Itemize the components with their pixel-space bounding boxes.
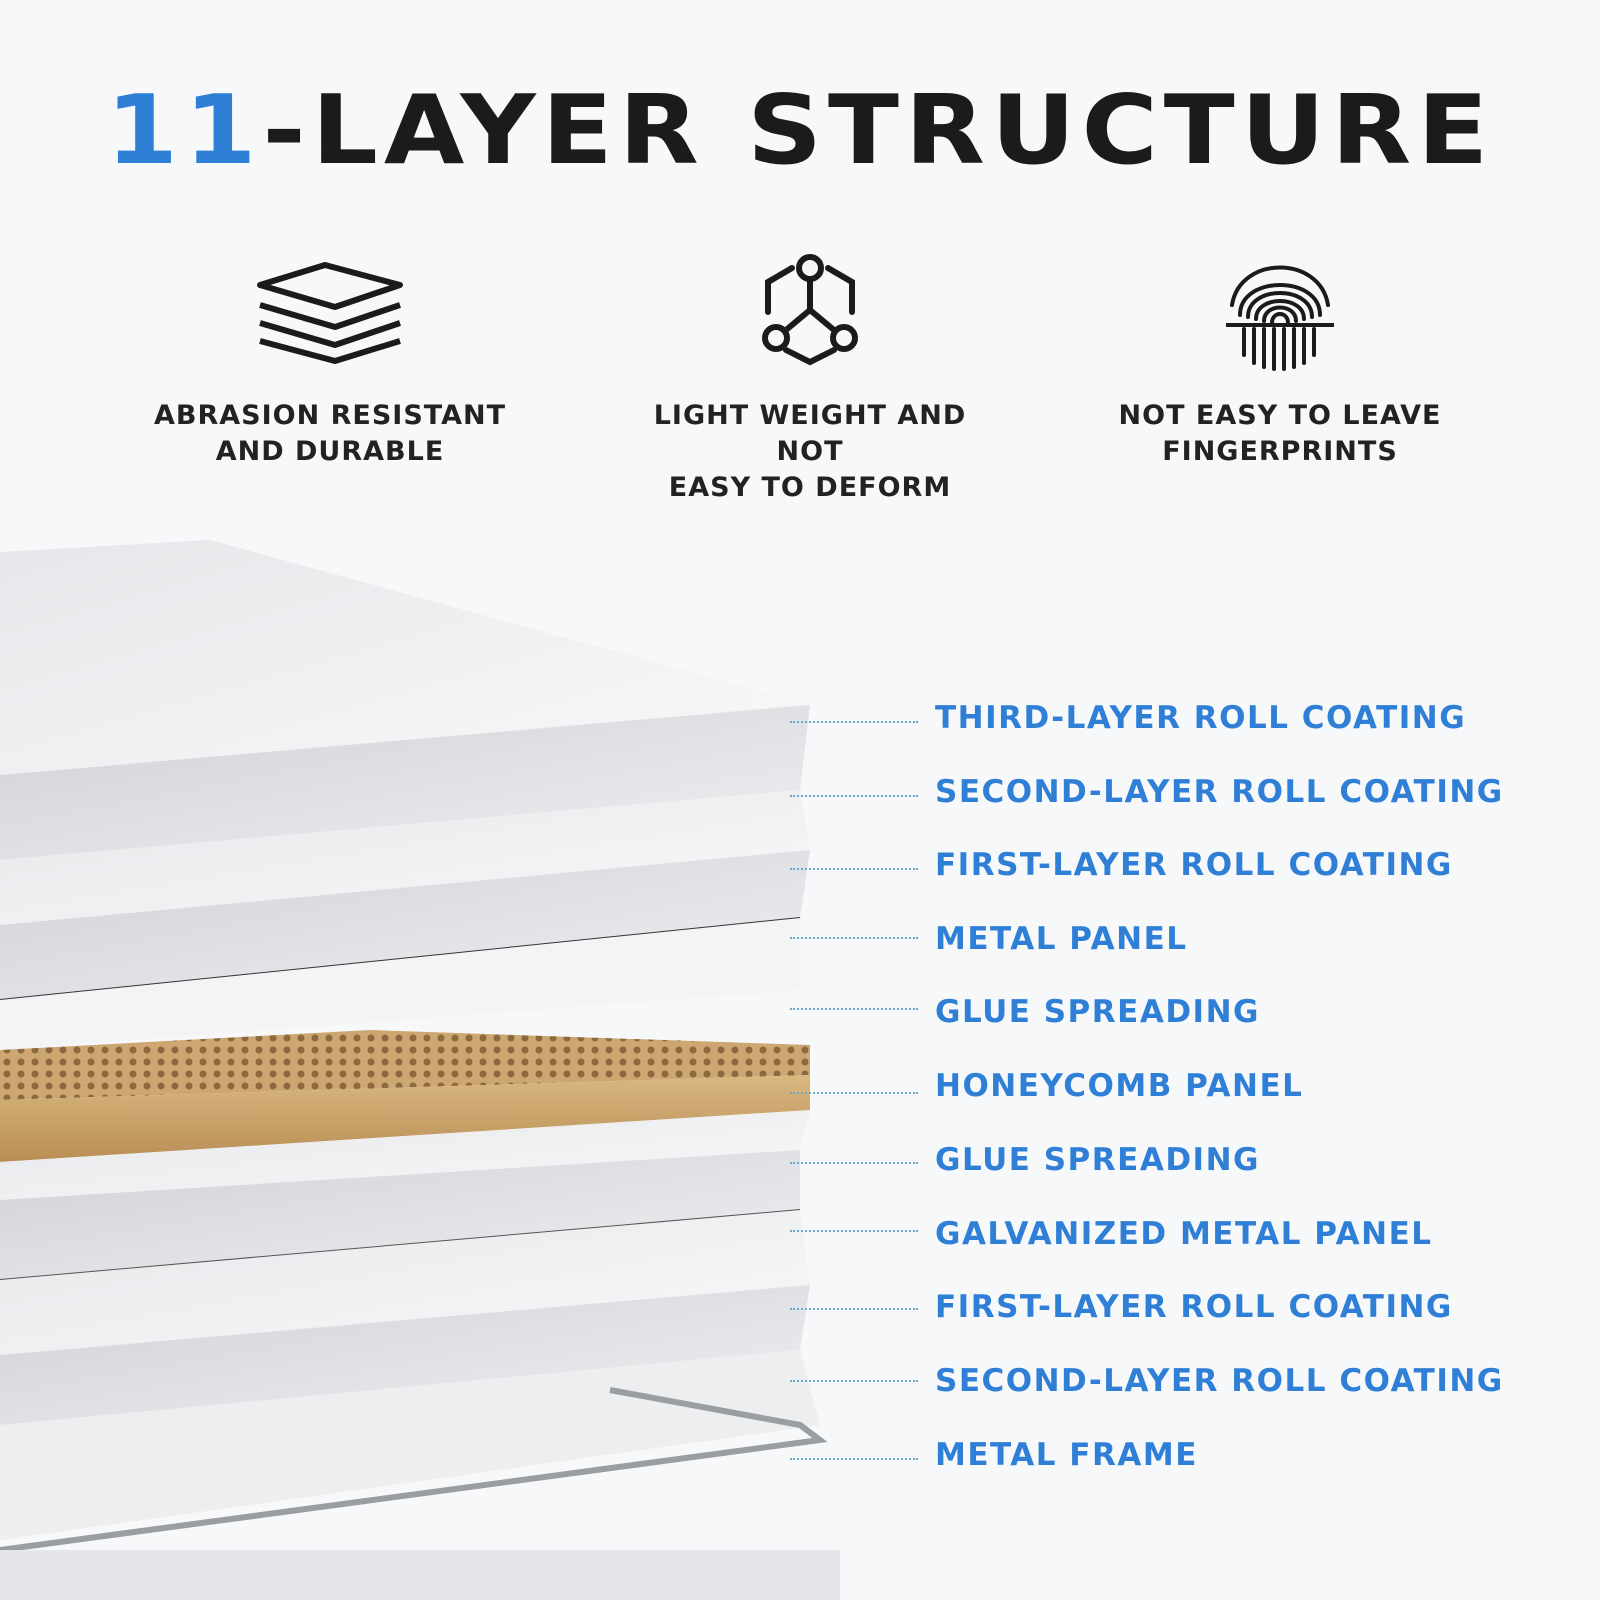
sheet-second-coating <box>0 705 810 860</box>
sheet-galvanized <box>0 1150 800 1280</box>
fingerprint-icon <box>1090 250 1470 371</box>
layer-label-5: GLUE SPREADING <box>935 994 1260 1030</box>
feature-label: NOT EASY TO LEAVE FINGERPRINTS <box>1118 400 1442 467</box>
metal-frame-edge <box>0 1387 828 1553</box>
feature-light-weight: LIGHT WEIGHT AND NOT EASY TO DEFORM <box>620 250 1000 506</box>
layer-label-2: SECOND-LAYER ROLL COATING <box>935 774 1504 810</box>
sheet-first-coating <box>0 790 810 925</box>
leader-line <box>790 937 918 939</box>
sheet-glue-bottom <box>0 1110 810 1200</box>
layer-label-8: GALVANIZED METAL PANEL <box>935 1216 1433 1252</box>
layer-stack-illustration <box>0 540 840 1600</box>
leader-line <box>790 1380 918 1382</box>
sheet-third-coating <box>0 540 810 775</box>
sheet-honeycomb-edge <box>0 1075 810 1162</box>
layer-label-7: GLUE SPREADING <box>935 1142 1260 1178</box>
title-number: 11 <box>105 73 263 187</box>
leader-line <box>790 1092 918 1094</box>
feature-fingerprints: NOT EASY TO LEAVE FINGERPRINTS <box>1090 250 1470 470</box>
page-title: 11-LAYER STRUCTURE <box>0 82 1600 178</box>
feature-label: ABRASION RESISTANT AND DURABLE <box>153 400 506 467</box>
layer-label-6: HONEYCOMB PANEL <box>935 1068 1304 1104</box>
leader-line <box>790 721 918 723</box>
stacked-layers-icon <box>140 250 520 370</box>
layer-label-1: THIRD-LAYER ROLL COATING <box>935 700 1467 736</box>
sheet-first-coating-bottom <box>0 1210 810 1355</box>
feature-abrasion: ABRASION RESISTANT AND DURABLE <box>140 250 520 470</box>
leader-line <box>790 795 918 797</box>
sheet-metal-panel <box>0 850 810 1000</box>
leader-line <box>790 1162 918 1164</box>
leader-line <box>790 1008 918 1010</box>
leader-line <box>790 1308 918 1310</box>
layer-label-9: FIRST-LAYER ROLL COATING <box>935 1289 1453 1325</box>
layer-label-10: SECOND-LAYER ROLL COATING <box>935 1363 1504 1399</box>
title-text: -LAYER STRUCTURE <box>262 73 1495 187</box>
leader-line <box>790 868 918 870</box>
molecule-hexagon-icon <box>620 250 1000 370</box>
sheet-second-coating-bottom <box>0 1285 810 1425</box>
layer-label-4: METAL PANEL <box>935 921 1188 957</box>
sheet-honeycomb-top <box>0 1030 810 1100</box>
leader-line <box>790 1230 918 1232</box>
leader-line <box>790 1458 918 1460</box>
sheet-glue-top <box>0 918 800 1050</box>
feature-label: LIGHT WEIGHT AND NOT EASY TO DEFORM <box>653 400 967 503</box>
sheet-metal-frame <box>0 1350 820 1540</box>
layer-label-11: METAL FRAME <box>935 1437 1198 1473</box>
layer-label-3: FIRST-LAYER ROLL COATING <box>935 847 1453 883</box>
